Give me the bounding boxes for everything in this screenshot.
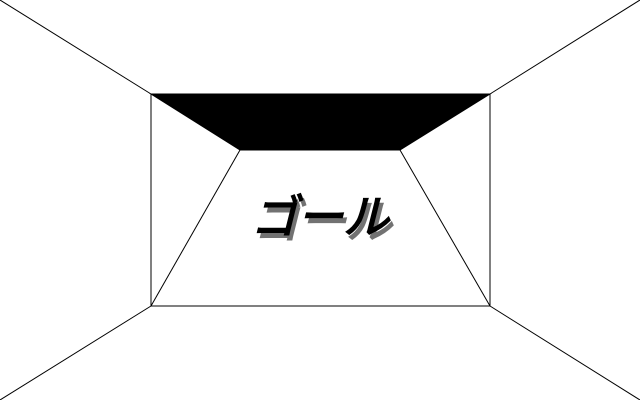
perspective-line-bottom-left — [0, 305, 152, 400]
perspective-line-top-left — [0, 0, 152, 95]
perspective-line-top-right — [489, 0, 640, 95]
inner-wall-left-edge — [150, 149, 241, 307]
goal-label-shadow: ゴール — [254, 195, 394, 249]
perspective-line-bottom-right — [489, 305, 640, 400]
inner-wall-right-edge — [399, 149, 491, 307]
goal-label: ゴール — [251, 190, 391, 244]
ceiling-panel — [149, 93, 492, 151]
